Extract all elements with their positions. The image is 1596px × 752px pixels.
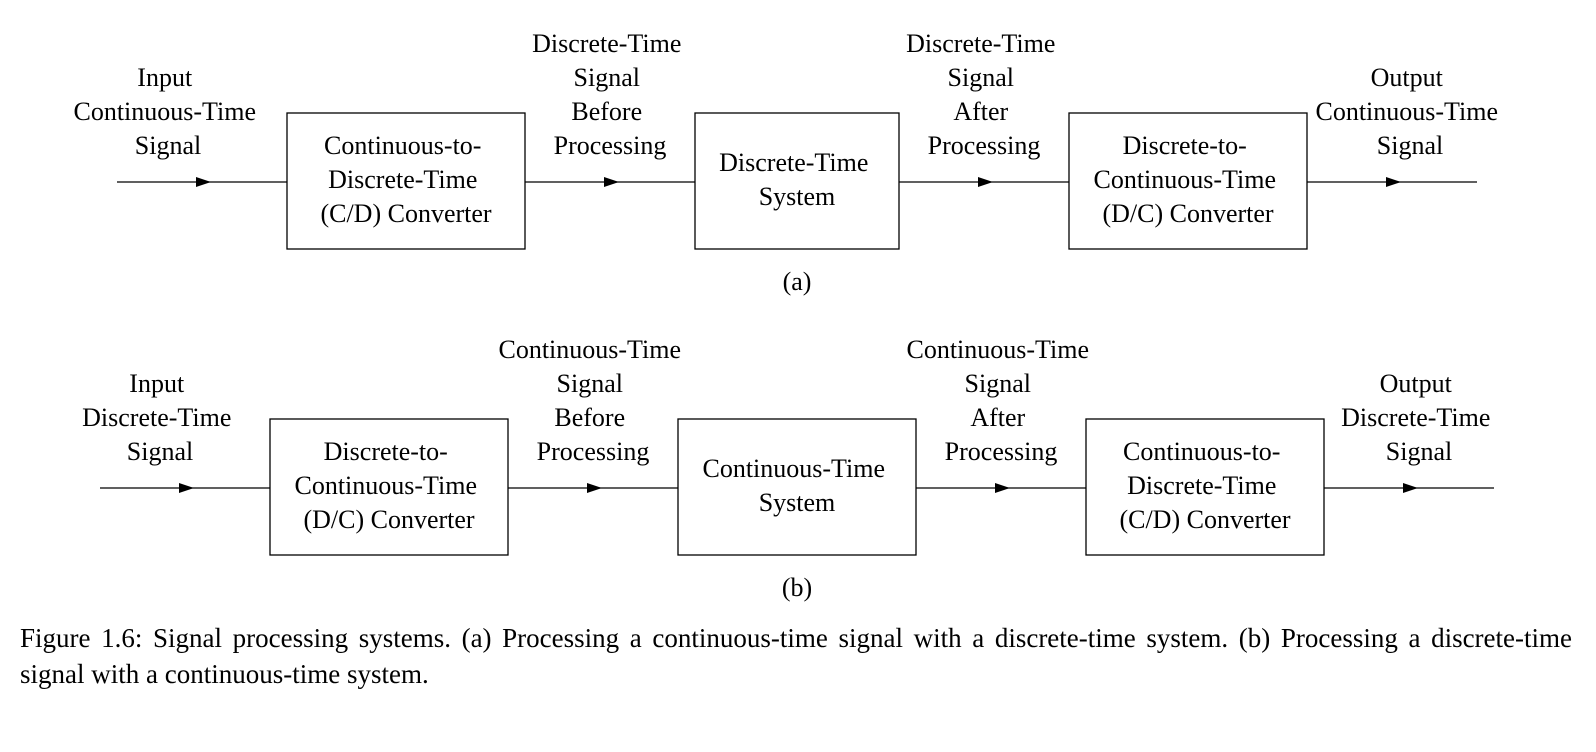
- dc-converter-box-a: [1068, 112, 1308, 250]
- arrow-icon: [978, 177, 993, 187]
- sublabel-a: (a): [783, 267, 812, 296]
- input-label-b: Input Discrete-Time Signal: [82, 369, 238, 466]
- signal-after-label-b: Continuous-Time Signal After Processing: [906, 335, 1095, 466]
- diagram-b: Input Discrete-Time Signal Discrete-to- …: [82, 335, 1497, 602]
- arrow-icon: [587, 483, 602, 493]
- output-label-a: Output Continuous-Time Signal: [1315, 63, 1504, 160]
- cd-converter-label-b: Continuous-to- Discrete-Time (C/D) Conve…: [1119, 437, 1290, 534]
- figure-caption: Figure 1.6: Signal processing systems. (…: [20, 623, 1572, 689]
- arrow-icon: [1386, 177, 1401, 187]
- arrow-icon: [604, 177, 619, 187]
- dc-converter-box-b: [269, 418, 509, 556]
- arrow-icon: [995, 483, 1010, 493]
- sublabel-b: (b): [782, 573, 812, 602]
- signal-after-label-a: Discrete-Time Signal After Processing: [906, 29, 1062, 160]
- arrow-icon: [1403, 483, 1418, 493]
- signal-before-label-b: Continuous-Time Signal Before Processing: [498, 335, 687, 466]
- output-label-b: Output Discrete-Time Signal: [1341, 369, 1497, 466]
- discrete-time-system-box-a: [694, 112, 900, 250]
- dc-converter-label-b: Discrete-to- Continuous-Time (D/C) Conve…: [294, 437, 483, 534]
- dc-converter-label-a: Discrete-to- Continuous-Time (D/C) Conve…: [1093, 131, 1282, 228]
- discrete-time-system-label-a: Discrete-Time System: [719, 148, 875, 211]
- continuous-time-system-box-b: [677, 418, 917, 556]
- input-label-a: Input Continuous-Time Signal: [73, 63, 262, 160]
- arrow-icon: [196, 177, 211, 187]
- continuous-time-system-label-b: Continuous-Time System: [702, 454, 891, 517]
- cd-converter-box-a: [286, 112, 526, 250]
- cd-converter-box-b: [1085, 418, 1325, 556]
- diagram-a: Input Continuous-Time Signal Continuous-…: [73, 29, 1504, 296]
- signal-before-label-a: Discrete-Time Signal Before Processing: [532, 29, 688, 160]
- arrow-icon: [179, 483, 194, 493]
- cd-converter-label-a: Continuous-to- Discrete-Time (C/D) Conve…: [320, 131, 491, 228]
